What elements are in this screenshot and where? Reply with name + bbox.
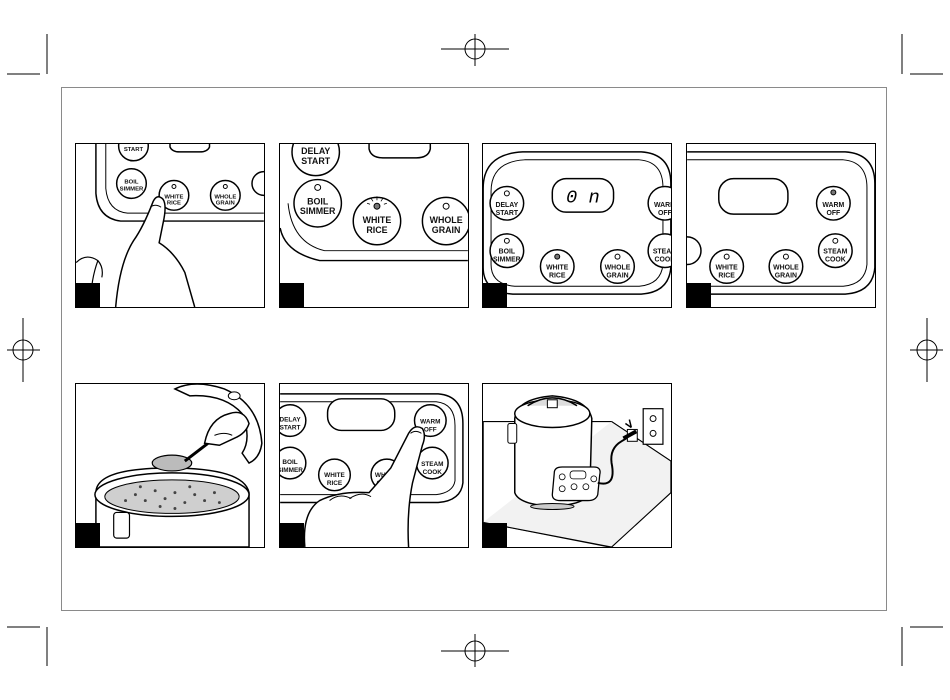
svg-text:RICE: RICE (366, 225, 387, 235)
warm-label: WARM (654, 202, 671, 209)
svg-text:COOK: COOK (825, 257, 846, 264)
white-rice-label: WHITE (716, 264, 739, 271)
svg-text:OFF: OFF (826, 210, 840, 217)
step-panel-4: WARM OFF STEAM COOK WHITE RICE WHOLE GRA… (686, 143, 876, 308)
svg-text:COOK: COOK (423, 469, 443, 476)
white-rice-label: WHITE (546, 264, 569, 271)
step-number-box (280, 523, 304, 547)
svg-text:SIMMER: SIMMER (280, 467, 303, 474)
svg-text:RICE: RICE (167, 200, 181, 206)
svg-text:GRAIN: GRAIN (216, 200, 235, 206)
whole-grain-label: WHOLE (605, 264, 631, 271)
svg-text:RICE: RICE (718, 272, 735, 279)
step-panel-7 (482, 383, 672, 548)
step-number-box (687, 283, 711, 307)
step-panel-6: DELAY START BOIL SIMMER WHITE RICE WHOLE… (279, 383, 469, 548)
display-readout: 0 n (566, 186, 600, 208)
svg-text:SIMMER: SIMMER (120, 186, 144, 192)
steam-label: STEAM (823, 249, 847, 256)
svg-text:SIMMER: SIMMER (300, 206, 336, 216)
boil-label: BOIL (499, 249, 516, 256)
step-panel-5 (75, 383, 265, 548)
white-rice-label: WHITE (363, 215, 392, 225)
svg-text:START: START (496, 210, 519, 217)
step-number-box (483, 283, 507, 307)
svg-text:OFF: OFF (424, 426, 437, 433)
step-number-box (280, 283, 304, 307)
svg-text:OFF: OFF (658, 210, 671, 217)
boil-label: BOIL (124, 180, 139, 186)
step-number-box (76, 523, 100, 547)
white-rice-label: WHITE (324, 472, 345, 479)
svg-text:GRAIN: GRAIN (606, 272, 628, 279)
warm-label: WARM (822, 202, 844, 209)
steam-label: STEAM (653, 249, 671, 256)
start-label: START (124, 147, 144, 153)
step-number-box (76, 283, 100, 307)
delay-label: DELAY (280, 417, 301, 424)
svg-text:COOK: COOK (655, 257, 671, 264)
svg-text:START: START (280, 424, 301, 431)
svg-text:RICE: RICE (549, 272, 566, 279)
boil-label: BOIL (282, 459, 297, 466)
warm-label: WARM (420, 419, 440, 426)
step-panel-2: DELAY START BOIL SIMMER WHITE RICE WHOLE… (279, 143, 469, 308)
whole-grain-label: WHOLE (430, 215, 463, 225)
svg-text:GRAIN: GRAIN (775, 272, 797, 279)
svg-text:SIMMER: SIMMER (493, 257, 521, 264)
svg-text:START: START (301, 156, 330, 166)
svg-text:RICE: RICE (327, 480, 343, 487)
delay-label: DELAY (301, 146, 330, 156)
steam-label: STEAM (421, 461, 443, 468)
whole-grain-label: WHOLE (773, 264, 799, 271)
step-number-box (483, 523, 507, 547)
step-panel-3: 0 n DELAY START BOIL SIMMER WHITE RICE W… (482, 143, 672, 308)
delay-label: DELAY (495, 202, 518, 209)
step-panel-1: START BOIL SIMMER WHITE RICE WHOLE GRAIN (75, 143, 265, 308)
boil-label: BOIL (307, 196, 329, 206)
svg-text:GRAIN: GRAIN (432, 225, 461, 235)
